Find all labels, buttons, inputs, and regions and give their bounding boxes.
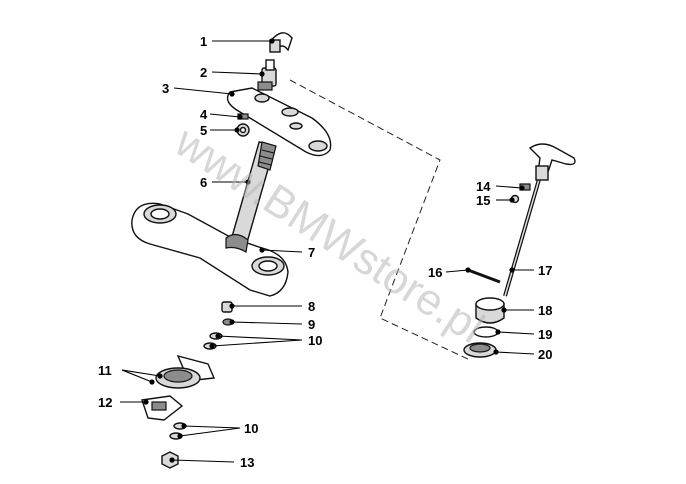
part-7-lower-bridge [131,202,289,297]
callout-14: 14 [476,179,491,194]
callout-20: 20 [538,347,552,362]
part-2-fitting [257,59,277,91]
callout-19: 19 [538,327,552,342]
callout-8: 8 [308,299,315,314]
callout-13: 13 [240,455,254,470]
callout-15: 15 [476,193,490,208]
callout-5: 5 [200,123,207,138]
callout-labels: 1 2 3 4 5 6 7 8 9 10 11 12 10 13 14 15 1… [98,34,552,470]
callout-6: 6 [200,175,207,190]
part-17-damper-rod [503,143,576,297]
callout-9: 9 [308,317,315,332]
assembly-boundary [289,79,471,361]
callout-10-lower: 10 [244,421,258,436]
callout-11: 11 [98,363,112,378]
callout-7: 7 [308,245,315,260]
callout-1: 1 [200,34,207,49]
part-18-knob [475,297,505,324]
part-20-friction-disc [463,342,497,358]
callout-12: 12 [98,395,112,410]
callout-3: 3 [162,81,169,96]
part-3-upper-plate [226,87,332,157]
callout-18: 18 [538,303,552,318]
part-16-pin [467,268,501,284]
callout-4: 4 [200,107,208,122]
callout-17: 17 [538,263,552,278]
leader-lines [120,38,535,463]
callout-16: 16 [428,265,442,280]
callout-10-upper: 10 [308,333,322,348]
part-11-bracket [155,354,216,389]
callout-2: 2 [200,65,207,80]
part-12-clamp [141,395,184,421]
part-1-clip [269,32,293,53]
